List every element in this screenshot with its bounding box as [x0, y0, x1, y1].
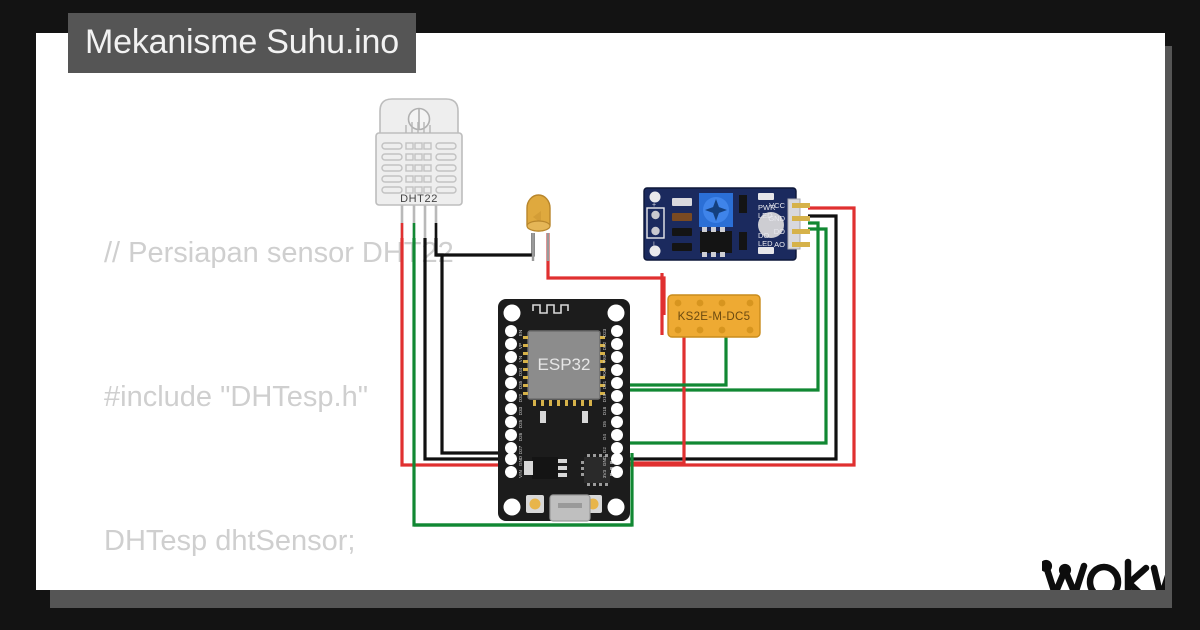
svg-text:GND: GND	[602, 455, 607, 466]
svg-text:VIN: VIN	[518, 470, 523, 478]
project-card: // Persiapan sensor DHT22 #include "DHTe…	[36, 33, 1165, 590]
part-ldr-module: + |	[643, 187, 810, 261]
svg-text:EN: EN	[518, 330, 523, 336]
svg-text:+: +	[652, 202, 656, 209]
svg-text:|: |	[653, 242, 655, 249]
ldr-do-led-label2: LED	[758, 239, 773, 248]
code-editor-text: // Persiapan sensor DHT22 #include "DHTe…	[104, 133, 574, 590]
svg-text:D33: D33	[518, 406, 523, 415]
svg-text:D22: D22	[602, 341, 607, 350]
wire-ldr-do	[623, 221, 820, 392]
part-esp32: ESP32	[498, 299, 630, 522]
ldr-pin-ao: AO	[774, 240, 785, 249]
svg-text:3V3: 3V3	[602, 469, 607, 478]
svg-text:D21: D21	[602, 380, 607, 389]
part-relay: KS2E-M-DC5	[667, 294, 761, 338]
esp32-chip-label: ESP32	[538, 355, 591, 374]
svg-text:VP: VP	[518, 343, 523, 349]
wire-relay-a	[623, 335, 686, 465]
ldr-pin-do: DO	[774, 227, 785, 236]
wire-dht-gnd	[423, 238, 505, 461]
ldr-pin-vcc: VCC	[769, 201, 785, 210]
wire-esp-bottom-green	[414, 453, 634, 527]
ldr-pwr-led-label2: LED	[758, 211, 773, 220]
code-line: // Persiapan sensor DHT22	[104, 237, 454, 269]
ldr-pin-gnd: GND	[768, 214, 785, 223]
svg-text:D25: D25	[518, 419, 523, 428]
wire-dht-vcc	[400, 238, 505, 467]
ldr-pwr-led-label: PWR	[758, 203, 776, 212]
ldr-do-led-label: DO	[758, 231, 769, 240]
code-line: #include "DHTesp.h"	[104, 381, 369, 413]
wire-relay-b	[623, 335, 728, 387]
wire-ldr-vcc	[623, 206, 856, 467]
svg-text:GND: GND	[518, 455, 523, 466]
svg-text:D34: D34	[518, 367, 523, 376]
esp32-right-header	[611, 325, 623, 478]
svg-text:D23: D23	[602, 328, 607, 337]
svg-text:D5: D5	[602, 421, 607, 427]
wire-dht-nc	[434, 238, 505, 455]
svg-text:D27: D27	[518, 445, 523, 454]
svg-text:VN: VN	[518, 356, 523, 362]
svg-text:D26: D26	[518, 432, 523, 441]
wire-ldr-gnd	[623, 214, 838, 461]
wire-led-cathode	[436, 233, 535, 257]
part-led	[526, 194, 551, 261]
part-dht22: DHT22	[375, 98, 463, 239]
svg-text:D4: D4	[602, 434, 607, 440]
svg-text:D32: D32	[518, 393, 523, 402]
svg-text:D35: D35	[518, 380, 523, 389]
svg-text:D19: D19	[602, 393, 607, 402]
project-title: Mekanisme Suhu.ino	[68, 13, 416, 73]
dht22-label: DHT22	[400, 193, 438, 205]
svg-text:D2: D2	[602, 447, 607, 453]
relay-label: KS2E-M-DC5	[678, 311, 751, 323]
esp32-left-header	[505, 325, 517, 478]
svg-text:D18: D18	[602, 406, 607, 415]
svg-text:TX0: TX0	[602, 354, 607, 363]
circuit-diagram: DHT22	[36, 33, 1165, 590]
svg-text:RX0: RX0	[602, 367, 607, 376]
wokwi-logo	[1039, 554, 1165, 590]
code-line: DHTesp dhtSensor;	[104, 525, 356, 557]
